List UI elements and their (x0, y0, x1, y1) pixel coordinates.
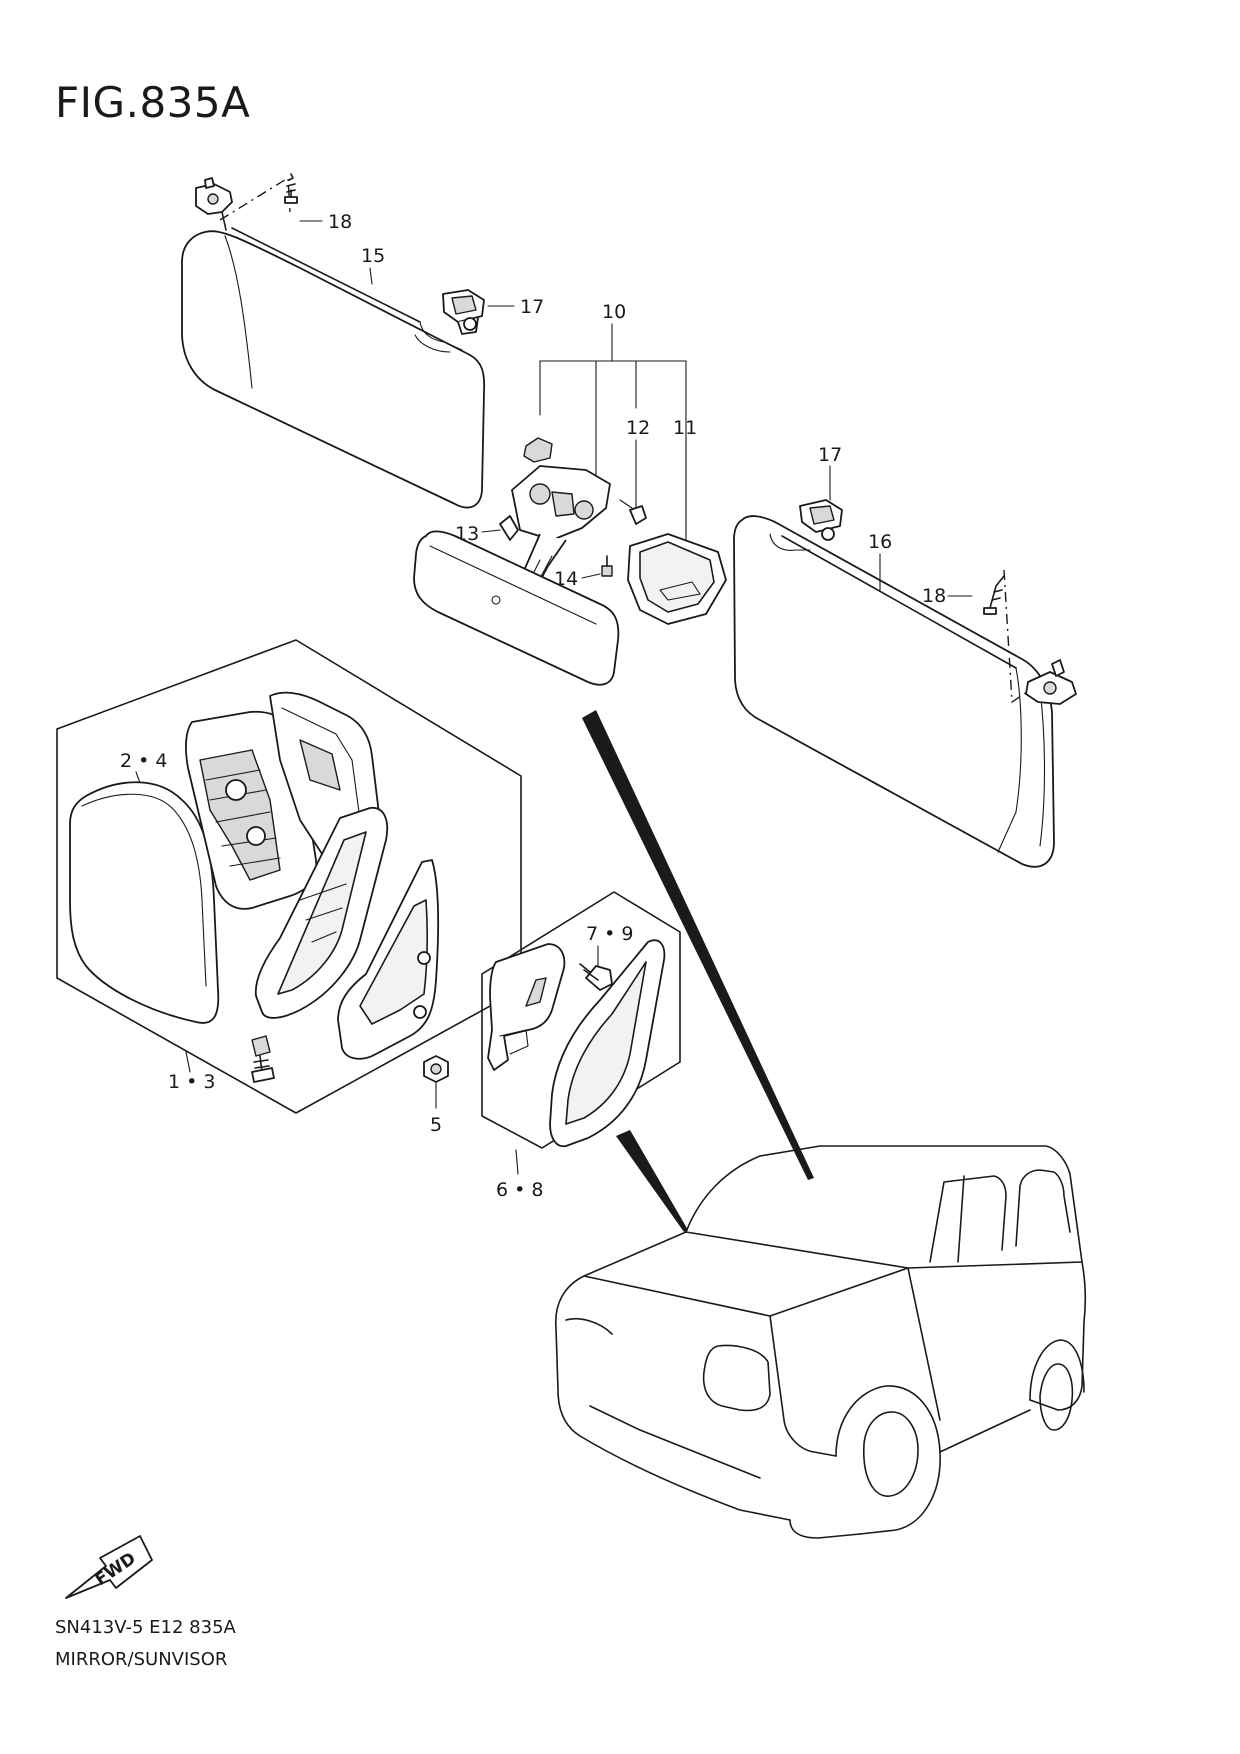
rear-view-mirror[interactable] (413, 530, 620, 686)
right-install-guide (1003, 569, 1031, 704)
callout-15: 15 (361, 245, 385, 267)
callout-16: 16 (868, 531, 892, 553)
visor-clip-17-right[interactable] (799, 499, 843, 541)
callout-6-8: 6 • 8 (496, 1179, 543, 1201)
left-sunvisor-holder[interactable] (195, 177, 233, 231)
garnish-group-box (481, 891, 681, 1149)
mirror-cover[interactable] (337, 859, 439, 1060)
mirror-housing-frame[interactable] (254, 807, 389, 1019)
garnish-cover[interactable] (549, 939, 666, 1148)
callout-18-left: 18 (328, 211, 352, 233)
callout-10: 10 (602, 301, 626, 323)
vehicle-outline (554, 1145, 1087, 1539)
callout-17-left: 17 (520, 296, 544, 318)
callout-2-4: 2 • 4 (120, 750, 167, 772)
mirror-bolt[interactable] (251, 1035, 275, 1083)
garnish-inner-piece[interactable] (487, 943, 566, 1071)
callout-1-3: 1 • 3 (168, 1071, 215, 1093)
footer-code: SN413V-5 E12 835A (55, 1617, 236, 1638)
mirror-glass[interactable] (69, 781, 220, 1024)
right-sunvisor-holder[interactable] (1025, 659, 1077, 705)
callout-17-right: 17 (818, 444, 842, 466)
visor-clip-17-left[interactable] (442, 289, 485, 335)
callout-7-9: 7 • 9 (586, 923, 633, 945)
pointer-wedge-interior (582, 710, 814, 1180)
fwd-arrow-icon: FWD (65, 1535, 153, 1599)
screw-18-left[interactable] (284, 173, 298, 204)
callout-11: 11 (673, 417, 697, 439)
callout-18-right: 18 (922, 585, 946, 607)
screw-14[interactable] (601, 555, 613, 577)
bulb-12[interactable] (619, 499, 647, 525)
lamp-lens-11[interactable] (627, 533, 727, 625)
callout-5: 5 (430, 1114, 442, 1136)
right-sunvisor[interactable] (733, 515, 1055, 868)
screw-18-right[interactable] (983, 575, 1005, 615)
mirror-nut[interactable] (423, 1055, 449, 1083)
callout-12: 12 (626, 417, 650, 439)
figure-title: FIG.835A (55, 78, 251, 127)
mirror-base-cap[interactable] (523, 437, 553, 463)
left-install-guide (219, 176, 291, 221)
mirror-stay[interactable] (511, 465, 611, 595)
garnish-screw[interactable] (579, 963, 613, 991)
left-sunvisor[interactable] (181, 227, 486, 509)
bulb-13[interactable] (499, 515, 519, 541)
pointer-wedge-exterior (616, 1130, 688, 1232)
footer-name: MIRROR/SUNVISOR (55, 1649, 228, 1670)
